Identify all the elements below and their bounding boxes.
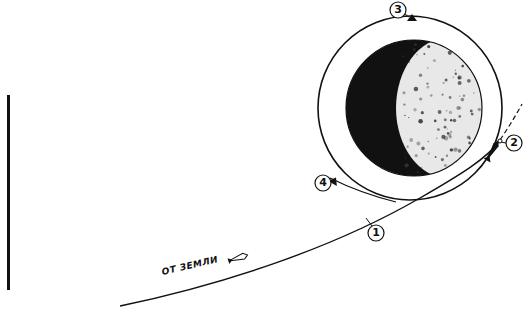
moon: [346, 38, 500, 178]
spacecraft-from-earth: [228, 252, 249, 264]
callout-circles: [315, 2, 522, 241]
callout-leaders: [366, 14, 506, 226]
spacecraft-at-3: [407, 14, 417, 21]
trajectory-label: ОТ ЗЕМЛИ: [161, 255, 219, 277]
callout-number: 1: [369, 226, 383, 240]
flyby-continuation: [500, 104, 522, 140]
lunar-orbit: [318, 16, 502, 200]
approach-trajectory: [120, 140, 500, 306]
orbit-junction: [330, 178, 396, 202]
callout-number: 3: [391, 3, 405, 17]
point-2: [498, 139, 502, 143]
spacecraft-at-2: [484, 138, 502, 162]
callout-number: 4: [316, 176, 330, 190]
vertical-bar: [7, 95, 10, 290]
callout-number: 2: [507, 136, 521, 150]
